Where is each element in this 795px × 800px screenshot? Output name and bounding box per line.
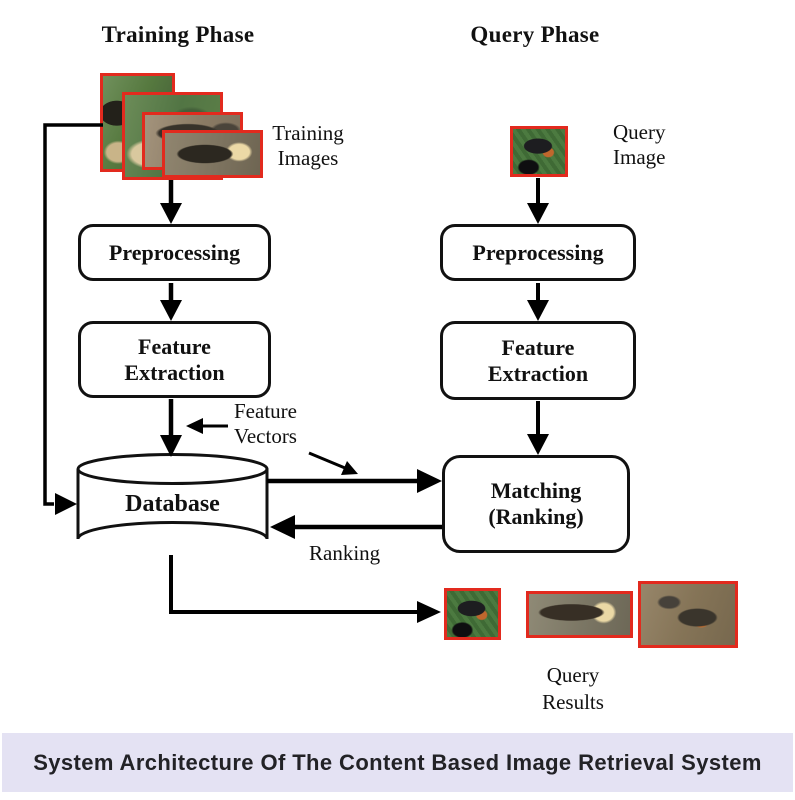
feature-extraction-box-query: Feature Extraction	[440, 321, 636, 400]
query-phase-title: Query Phase	[470, 22, 600, 47]
arrow-feature-to-database	[160, 399, 182, 457]
training-phase-title: Training Phase	[101, 22, 255, 47]
arrow-feature-to-matching	[527, 401, 549, 455]
query-result-image-3	[638, 581, 738, 648]
feature-vectors-label: Feature Vectors	[234, 399, 297, 448]
query-image	[510, 126, 568, 177]
matching-box: Matching (Ranking)	[442, 455, 630, 553]
ranking-label: Ranking	[309, 541, 381, 565]
query-results-label: Query Results	[542, 663, 604, 714]
arrow-query-image-to-preprocessing	[527, 178, 549, 224]
feature-vectors-diagonal-arrow	[308, 451, 358, 475]
arrow-matching-to-database	[270, 515, 442, 539]
caption-bar: System Architecture Of The Content Based…	[2, 733, 793, 792]
caption-text: System Architecture Of The Content Based…	[33, 749, 762, 775]
preprocessing-box-training: Preprocessing	[78, 224, 271, 281]
feedback-line-training-to-database	[43, 123, 103, 515]
feature-extraction-box-training: Feature Extraction	[78, 321, 271, 398]
query-result-image-2	[526, 591, 633, 638]
arrow-training-images-to-preprocessing	[160, 180, 182, 224]
query-result-image-1	[444, 588, 501, 640]
arrow-database-to-matching	[267, 469, 442, 493]
arrow-preprocessing-to-feature-training	[160, 283, 182, 321]
query-image-label: Query Image	[613, 120, 666, 169]
preprocessing-box-query: Preprocessing	[440, 224, 636, 281]
feature-vectors-arrow	[186, 418, 228, 434]
arrow-preprocessing-to-feature-query	[527, 283, 549, 321]
training-image-4	[162, 130, 263, 178]
training-images-label: Training Images	[272, 121, 344, 170]
database-label: Database	[125, 491, 220, 517]
